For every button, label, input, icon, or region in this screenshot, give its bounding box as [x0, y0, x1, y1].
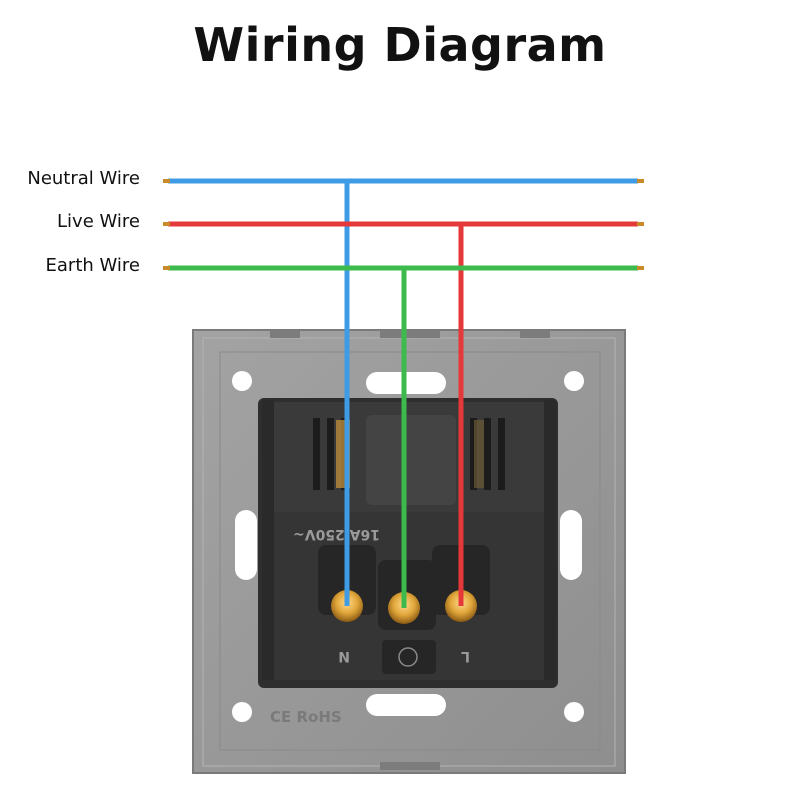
earth-wire-end-left [163, 266, 170, 270]
earth-wire-label: Earth Wire [45, 255, 140, 276]
ce-rohs-mark: CE RoHS [270, 708, 342, 726]
neutral-terminal-label: N [338, 648, 350, 664]
wires [163, 178, 644, 608]
live-terminal-label: L [461, 648, 470, 664]
socket-rating: 16A 250V~ [293, 526, 380, 542]
earth-wire-end-right [637, 266, 644, 270]
socket-module: 16A 250V~ N L [258, 398, 558, 688]
neutral-wire-end-left [163, 179, 170, 183]
diagram-title: Wiring Diagram [193, 18, 607, 72]
live-wire-end-left [163, 222, 170, 226]
neutral-wire-label: Neutral Wire [27, 168, 140, 189]
live-wire-label: Live Wire [57, 211, 140, 232]
neutral-wire-end-right [637, 179, 644, 183]
live-wire-end-right [637, 222, 644, 226]
